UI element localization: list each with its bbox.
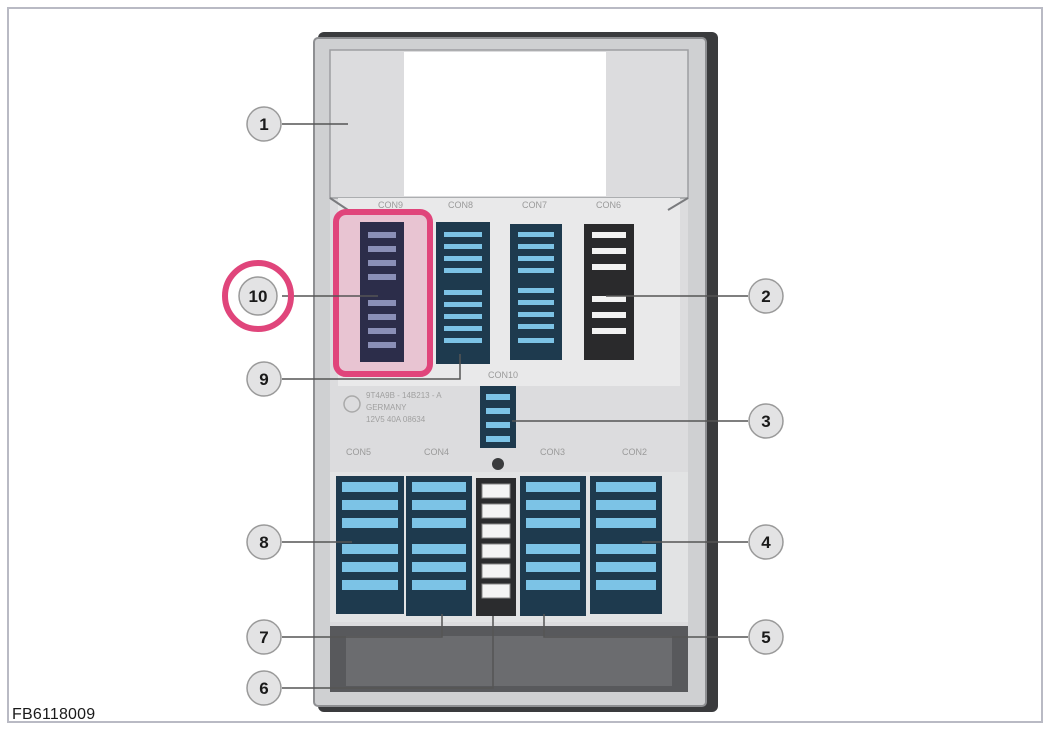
svg-text:2: 2: [761, 287, 770, 306]
con6-silk: CON6: [596, 200, 621, 210]
svg-text:5: 5: [761, 628, 770, 647]
con3-pins: [526, 482, 580, 590]
callouts: 1 2 3 4 5 6 7 8: [238, 106, 784, 706]
svg-text:4: 4: [761, 533, 771, 552]
zone-edge: [329, 197, 689, 211]
module-label-line-3: 12V5 40A 08634: [366, 415, 426, 424]
callout-6: 6: [246, 670, 282, 706]
label-panel-sticker: [404, 52, 606, 196]
svg-text:6: 6: [259, 679, 268, 698]
callout-8: 8: [246, 524, 282, 560]
con8-silk: CON8: [448, 200, 473, 210]
con5-pins: [342, 482, 398, 590]
con10-silk: CON10: [488, 370, 518, 380]
callout-7: 7: [246, 619, 282, 655]
callout-10: 10: [238, 276, 278, 316]
con3-silk: CON3: [540, 447, 565, 457]
con7-pins: [518, 232, 554, 343]
fuse-block-fuses: [481, 483, 511, 599]
figure-id: FB6118009: [12, 706, 96, 723]
con9-silk: CON9: [378, 200, 403, 210]
con4-silk: CON4: [424, 447, 449, 457]
callout-5: 5: [748, 619, 784, 655]
con6-pins: [592, 232, 626, 334]
con8-pins: [444, 232, 482, 343]
callout-10-highlight: [222, 260, 294, 332]
con2-pins: [596, 482, 656, 590]
svg-text:3: 3: [761, 412, 770, 431]
connector-con6: [584, 224, 634, 360]
connector-con9: [360, 222, 404, 362]
mounting-point: [492, 458, 504, 470]
svg-text:10: 10: [249, 287, 268, 306]
callout-3: 3: [748, 403, 784, 439]
callout-2: 2: [748, 278, 784, 314]
svg-text:7: 7: [259, 628, 268, 647]
callout-9: 9: [246, 361, 282, 397]
bottom-tray-inner: [346, 636, 672, 686]
recycle-mark: [343, 395, 361, 413]
con7-silk: CON7: [522, 200, 547, 210]
con2-silk: CON2: [622, 447, 647, 457]
con10-pins: [486, 394, 510, 442]
con5-silk: CON5: [346, 447, 371, 457]
con4-pins: [412, 482, 466, 590]
module-label-line-1: 9T4A9B - 14B213 - A: [366, 391, 442, 400]
svg-text:8: 8: [259, 533, 268, 552]
leader-lines: [282, 123, 748, 689]
svg-text:1: 1: [259, 115, 268, 134]
con9-pins: [368, 232, 396, 348]
callout-1: 1: [246, 106, 282, 142]
svg-text:9: 9: [259, 370, 268, 389]
module-label-line-2: GERMANY: [366, 403, 407, 412]
callout-4: 4: [748, 524, 784, 560]
